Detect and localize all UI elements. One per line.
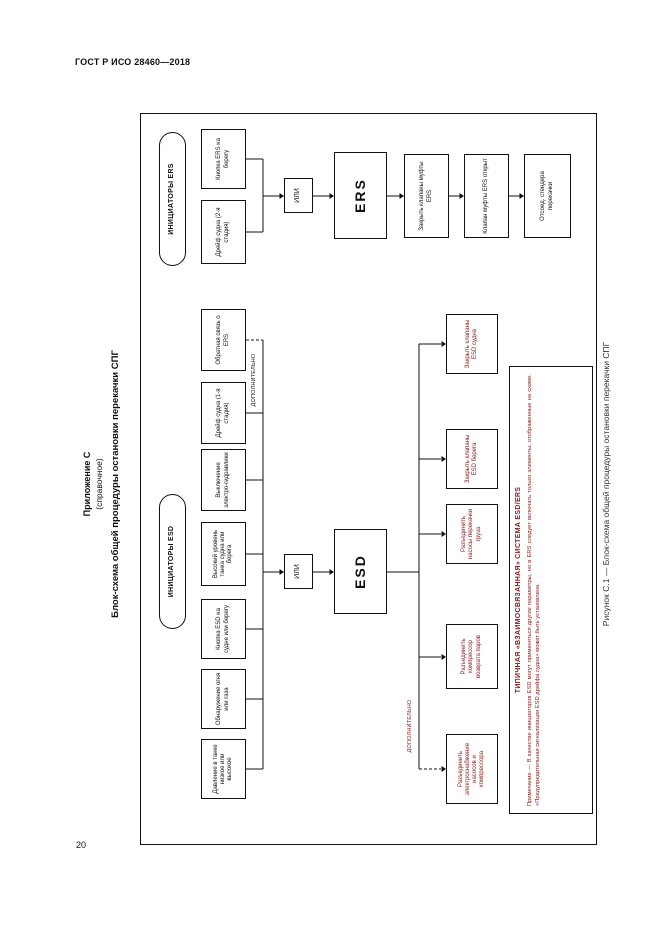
ers-system-box: ERS (334, 152, 387, 239)
rotated-figure-area: Приложение С (справочное) Блок-схема общ… (82, 88, 620, 880)
appendix-type: (справочное) (94, 458, 104, 510)
esd-initiator-box: Высокий уровень танка судна или берега (201, 522, 246, 586)
diagram-frame: ИНИЦИАТОРЫ ESD Давление в танке низкое и… (140, 113, 597, 845)
ers-sequence-box: Закрыть клапаны муфты ERS (404, 154, 449, 238)
esd-action-box: Закрыть клапаны ESD берега (446, 429, 498, 489)
esd-initiator-box: Кнопка ESD на судне или берегу (201, 599, 246, 659)
optional-label: ДОПОЛНИТЕЛЬНО (407, 699, 413, 753)
ers-sequence-box: Клапан муфты ERS открыт (464, 154, 509, 238)
or-gate-esd: ИЛИ (284, 554, 313, 589)
optional-label: ДОПОЛНИТЕЛЬНО (251, 353, 257, 407)
ers-initiator-box: Кнопка ERS на берегу (201, 129, 246, 189)
esd-action-box: Разъединить насосы перекачки груза (446, 504, 498, 564)
esd-action-box-optional: Разъединить электроснабжение насосов и к… (446, 734, 498, 804)
note-box-title: ТИПИЧНАЯ «ВЗАИМОСВЯЗАННАЯ» СИСТЕМА ESD/E… (515, 486, 522, 694)
note-text: Примечание — В качестве инициаторов ESD … (527, 374, 542, 806)
document-header: ГОСТ Р ИСО 28460—2018 (75, 57, 191, 67)
ers-initiators-header: ИНИЦИАТОРЫ ERS (159, 132, 186, 266)
esd-initiator-box-optional: Обратная связь о ERS (201, 309, 246, 371)
esd-initiator-box: Обнаружение огня или газа (201, 669, 246, 729)
figure-caption: Рисунок С.1 — Блок-схема общей процедуры… (601, 341, 611, 627)
esd-action-box: Закрыть клапаны ESD судна (446, 314, 498, 374)
appendix-label: Приложение С (82, 451, 92, 517)
esd-system-box: ESD (334, 529, 387, 614)
esd-initiator-box: Давление в танке низкое или высокое (201, 739, 246, 799)
page-number: 20 (76, 840, 87, 850)
esd-initiators-header: ИНИЦИАТОРЫ ESD (159, 494, 186, 629)
ers-sequence-box: Отсоед. стендера перекачки (524, 154, 571, 238)
note-box: ТИПИЧНАЯ «ВЗАИМОСВЯЗАННАЯ» СИСТЕМА ESD/E… (509, 366, 593, 814)
esd-initiator-box: Дрейф судна (1-я стадия) (201, 382, 246, 444)
or-gate-ers: ИЛИ (284, 178, 313, 213)
ers-initiator-box: Дрейф судна (2-я стадия) (201, 200, 246, 264)
esd-initiator-box: Выключение электро-гидравлики (201, 449, 246, 511)
connector-lines (246, 158, 524, 772)
appendix-title: Блок-схема общей процедуры остановки пер… (110, 350, 121, 618)
esd-action-box: Разъединить компрессор возврата паров (446, 624, 498, 689)
